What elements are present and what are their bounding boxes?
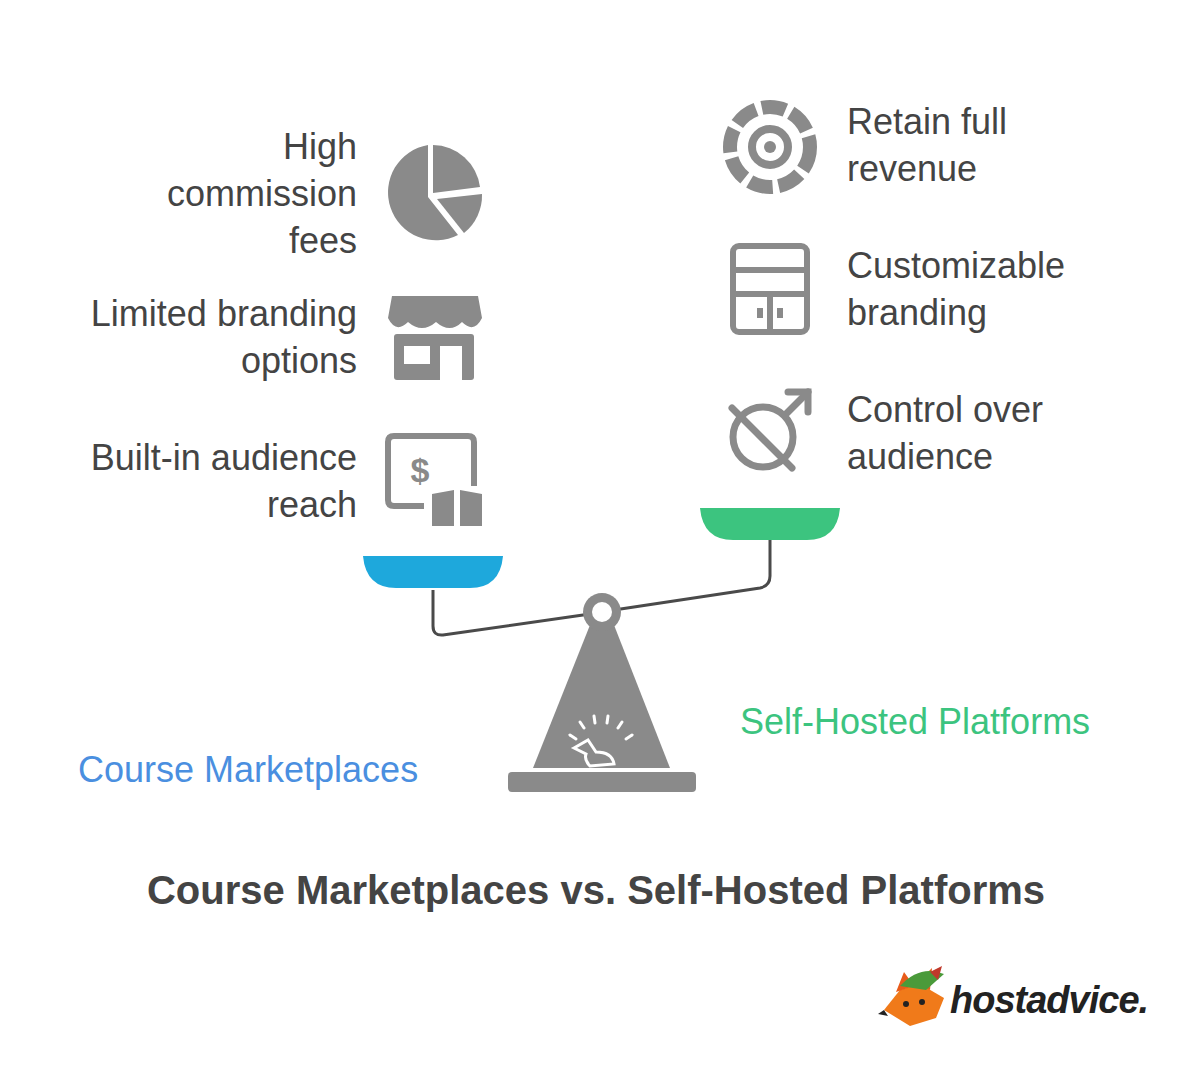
store-icon: [388, 296, 482, 380]
revenue-target-icon: [730, 107, 810, 187]
scale: [363, 508, 840, 792]
side-label: Self-Hosted Platforms: [740, 698, 1180, 745]
con-label: Limited branding options: [37, 290, 357, 384]
pie-icon: [388, 145, 482, 240]
pro-label: Built-in audience reach: [37, 434, 357, 528]
watermark: hostadvice.: [950, 976, 1186, 1024]
cabinet-icon: [733, 246, 807, 332]
fox-logo: [878, 966, 944, 1026]
pro-label: Customizable branding: [847, 242, 1117, 336]
con-label: High commission fees: [117, 123, 357, 264]
course-sale-icon: $: [388, 436, 482, 526]
pro-label: Retain full revenue: [847, 98, 1087, 192]
side-label: Course Marketplaces: [78, 746, 518, 793]
pro-label: Control over audience: [847, 386, 1117, 480]
svg-text:$: $: [411, 451, 430, 489]
audience-control-icon: [732, 392, 808, 468]
diagram-title: Course Marketplaces vs. Self-Hosted Plat…: [0, 864, 1192, 916]
